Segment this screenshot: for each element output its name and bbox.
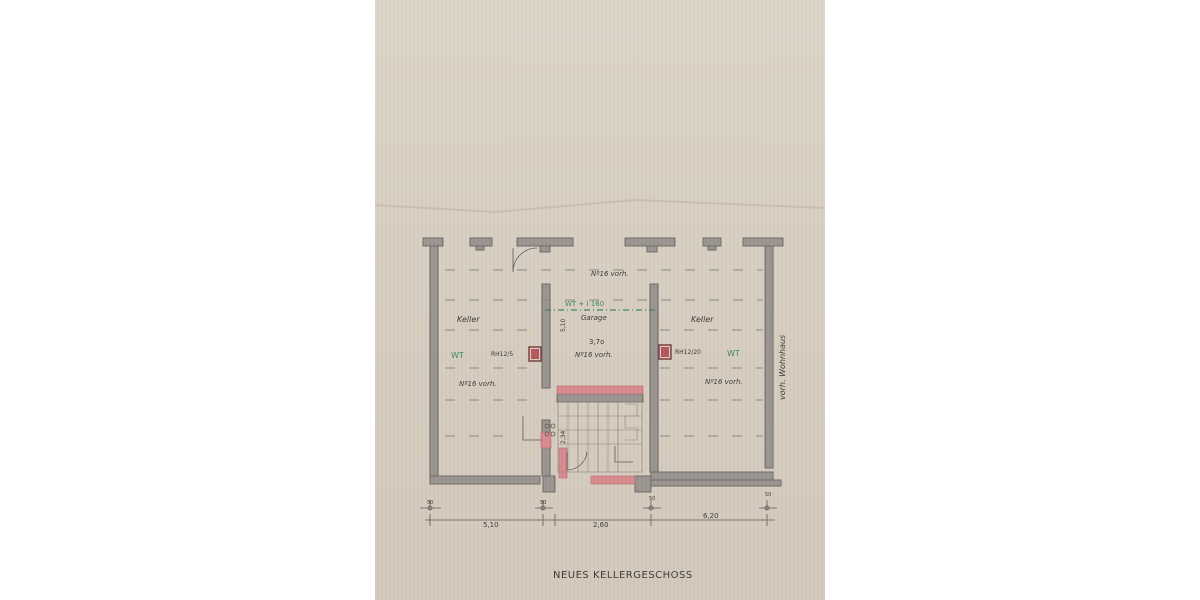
fixture: [544, 423, 556, 437]
dimension-line: [420, 500, 777, 526]
plan-title: NEUES KELLERGESCHOSS: [553, 570, 693, 581]
garage-name: Garage: [581, 314, 607, 322]
paper-fold: [375, 198, 825, 214]
stair-dimension: 2,34: [560, 430, 567, 444]
garage-beam-label: WT + I 160: [565, 300, 604, 308]
outer-walls: [422, 237, 784, 493]
new-walls: [540, 385, 644, 485]
right-room-name: Keller: [691, 315, 714, 324]
dimension-right: 6,20: [703, 512, 719, 520]
dimension-small-1: 50: [427, 500, 433, 506]
left-room-wt: WT: [451, 351, 464, 360]
garage-dimension: 3,7o: [589, 338, 604, 346]
dimension-markers: [427, 505, 770, 511]
dimension-middle: 2,60: [593, 521, 609, 529]
right-room-wt: WT: [727, 349, 740, 358]
left-chimney-label: RH12/5: [491, 351, 513, 358]
dimension-left: 5,10: [483, 521, 499, 529]
garage-side-dimension: 5,10: [560, 318, 567, 332]
chimney-right: [658, 344, 672, 360]
left-room-floor: Nº16 vorh.: [459, 380, 497, 388]
top-floor-label: Nº16 vorh.: [591, 270, 629, 278]
floor-plan: Keller WT RH12/5 Nº16 vorh. WT + I 160 G…: [375, 198, 825, 581]
chimney-left-fill: [531, 349, 539, 359]
right-room-floor: Nº16 vorh.: [705, 378, 743, 386]
right-chimney-label: RH12/20: [675, 349, 701, 356]
drawing-sheet: Keller WT RH12/5 Nº16 vorh. WT + I 160 G…: [375, 0, 825, 600]
left-room-name: Keller: [457, 315, 480, 324]
dimension-small-4: 50: [765, 492, 771, 498]
doors: [512, 247, 633, 471]
garage-floor: Nº16 vorh.: [575, 351, 613, 359]
beam-lines: [445, 269, 763, 437]
neighbor-building-label: vorh. Wohnhaus: [778, 335, 787, 400]
chimney-left: [528, 346, 542, 362]
stair: [557, 401, 643, 473]
dimension-small-2: 50: [540, 500, 546, 506]
chimney-right-fill: [661, 347, 669, 357]
dimension-small-3: 50: [649, 496, 655, 502]
